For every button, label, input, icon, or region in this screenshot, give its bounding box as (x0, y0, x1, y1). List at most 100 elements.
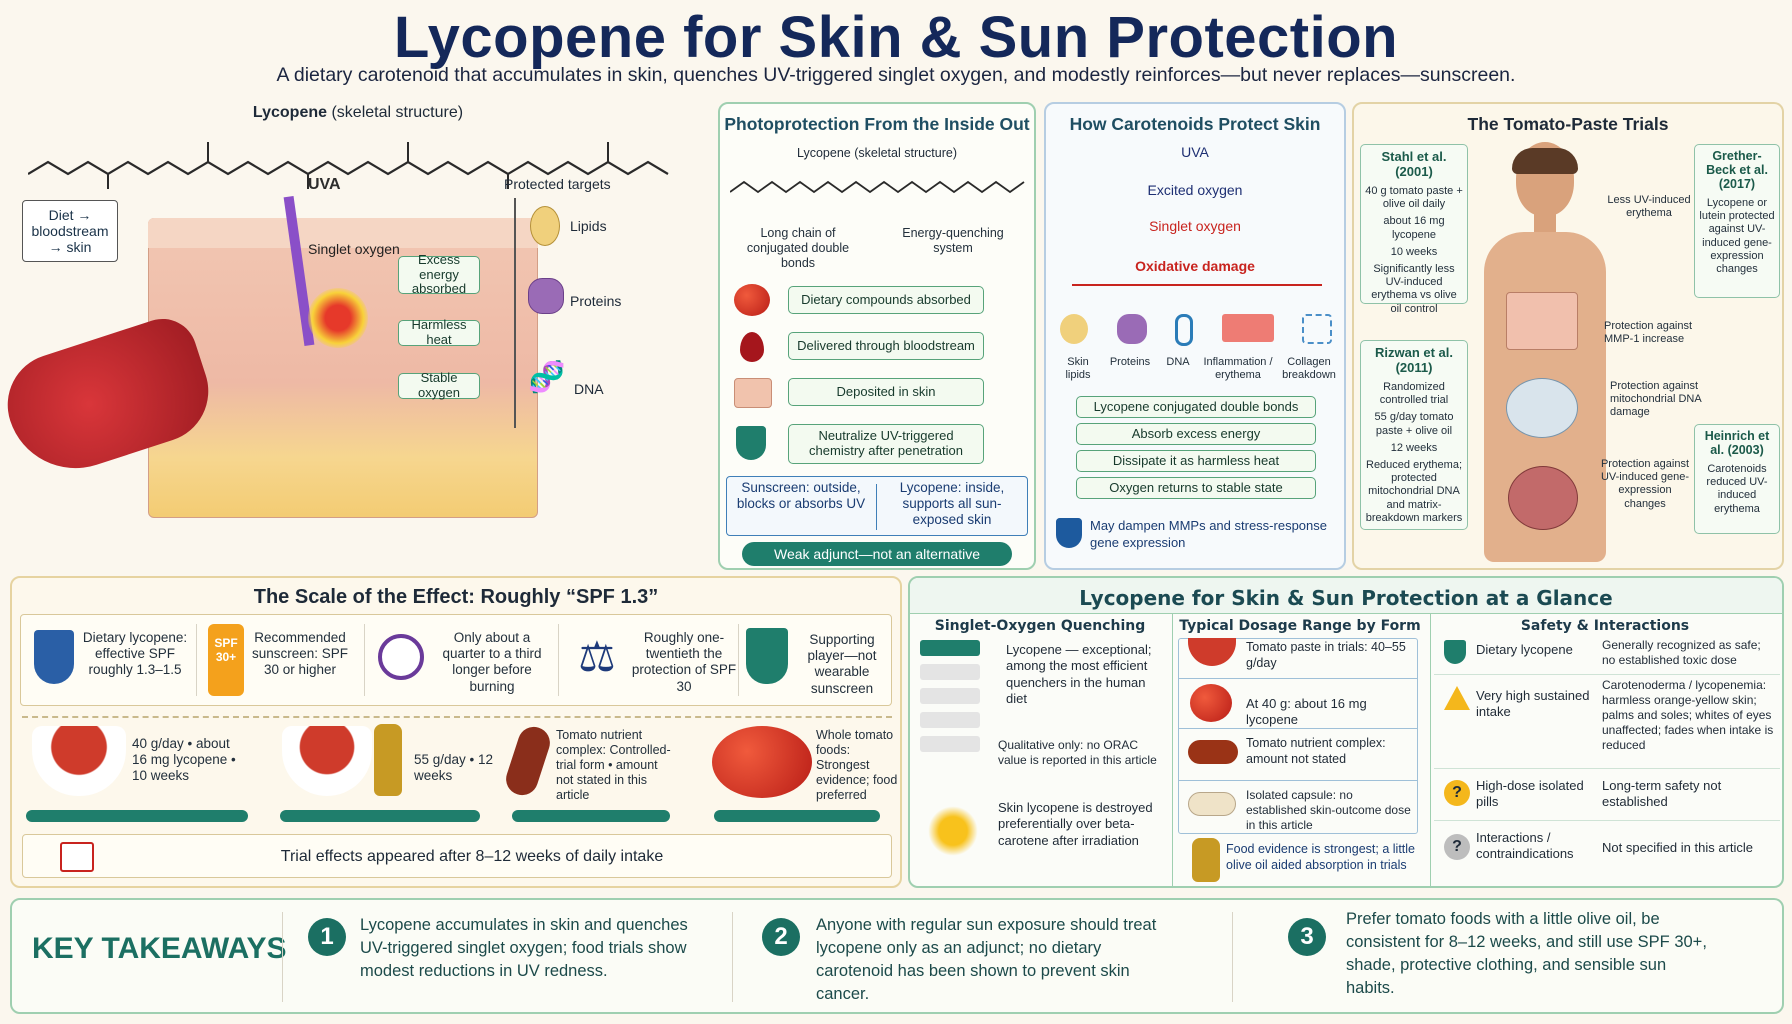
collagen-fibers-icon (1302, 314, 1332, 344)
targets-title: Protected targets (504, 176, 611, 192)
chain-singlet: Singlet oxygen (1149, 218, 1241, 234)
hero-illustration: Lycopene (skeletal structure) Diet → blo… (0, 98, 708, 568)
dose-tomato-icon (1190, 684, 1232, 722)
sun-icon (928, 806, 978, 856)
callout-gene: Protection against UV-induced gene-expre… (1600, 458, 1690, 510)
form-bar-55g (280, 810, 480, 822)
lipid-icon (530, 206, 560, 246)
safety-v2: Long-term safety not established (1602, 778, 1722, 810)
form-55g: 55 g/day • 12 weeks (414, 752, 494, 784)
uva-label: UVA (308, 176, 341, 193)
green-shield-icon (746, 628, 788, 684)
safety-k2: High-dose isolated pills (1476, 778, 1584, 810)
stahl-line: 10 weeks (1390, 245, 1438, 258)
target-proteins: Proteins (570, 293, 622, 309)
chain-damage: Oxidative damage (1135, 258, 1255, 274)
sunscreen-tube-icon: SPF 30+ (208, 624, 244, 696)
carot-note: May dampen MMPs and stress-response gene… (1090, 518, 1327, 550)
lycopene-skeleton-icon (28, 142, 669, 189)
cell-inset-icon (1508, 466, 1578, 530)
olive-oil-bottle-icon (374, 724, 402, 796)
form-complex: Tomato nutrient complex: Controlled-tria… (556, 728, 671, 802)
rizwan-name: Rizwan et al. (2011) (1374, 345, 1454, 375)
step-bloodstream: Delivered through bloodstream (788, 332, 984, 360)
trials-panel: The Tomato-Paste Trials Stahl et al. (20… (1352, 102, 1784, 570)
photoprotection-panel: Photoprotection From the Inside Out Lyco… (718, 102, 1036, 570)
scale-item-dietary: Dietary lycopene: effective SPF roughly … (82, 630, 188, 678)
warning-icon (1444, 686, 1470, 710)
takeaway-1-text: Lycopene accumulates in skin and quenche… (360, 916, 688, 981)
dna-icon: 🧬 (528, 361, 566, 394)
structure-sublabel: (skeletal structure) (331, 104, 464, 121)
target-inflammation: Inflammation / erythema (1203, 356, 1273, 382)
target-collagen: Collagen breakdown (1282, 356, 1336, 382)
carotenoids-panel: How Carotenoids Protect Skin UVA Excited… (1044, 102, 1346, 570)
diet-label: Diet → bloodstream → skin (22, 200, 118, 262)
skin-inset-icon (1506, 292, 1578, 350)
scale-title: The Scale of the Effect: Roughly “SPF 1.… (253, 586, 659, 608)
takeaway-3-text: Prefer tomato foods with a little olive … (1346, 910, 1707, 998)
scale-item-sunscreen: Recommended sunscreen: SPF 30 or higher (251, 630, 349, 678)
scale-item-longer: Only about a quarter to a third longer b… (442, 630, 542, 694)
inflamed-skin-icon (1221, 314, 1274, 342)
stahl-line: 40 g tomato paste + olive oil daily (1365, 185, 1463, 211)
safety-k3: Interactions / contraindications (1476, 830, 1574, 862)
protein-icon (528, 278, 564, 314)
form-bar-whole (714, 810, 880, 822)
form-whole: Whole tomato foods: Strongest evidence; … (816, 728, 898, 802)
paste-oil-icon (282, 726, 372, 796)
blood-drop-icon (740, 332, 764, 362)
human-figure (1484, 142, 1606, 562)
quench-destroyed: Skin lycopene is destroyed preferentiall… (998, 800, 1153, 848)
safety-v1: Carotenoderma / lycopenemia: harmless or… (1602, 678, 1774, 752)
dna-helix-icon (1175, 314, 1193, 346)
step-neutralize: Neutralize UV-triggered chemistry after … (788, 424, 984, 464)
takeaways-title: KEY TAKEAWAYS (32, 932, 287, 965)
col-safety-header: Safety & Interactions (1520, 618, 1690, 634)
safety-v3: Not specified in this article (1602, 840, 1754, 855)
heinrich-name: Heinrich et al. (2003) (1704, 429, 1770, 457)
scale-panel: The Scale of the Effect: Roughly “SPF 1.… (10, 576, 902, 888)
stahl-line: about 16 mg lycopene (1383, 215, 1445, 241)
takeaway-3-number: 3 (1288, 918, 1326, 956)
quench-orac: Qualitative only: no ORAC value is repor… (998, 738, 1157, 767)
dose-oil-icon (1192, 838, 1220, 882)
col-dosage-header: Typical Dosage Range by Form (1179, 618, 1421, 634)
lycopene-compare: Lycopene: inside, supports all sun-expos… (899, 480, 1005, 528)
balance-scale-icon: ⚖ (578, 633, 616, 680)
chain-excited: Excited oxygen (1147, 182, 1243, 198)
callout-erythema: Less UV-induced erythema (1607, 194, 1691, 220)
safety-k1: Very high sustained intake (1476, 688, 1590, 720)
takeaway-2-text: Anyone with regular sun exposure should … (816, 916, 1157, 1004)
excess-energy-box: Excess energy absorbed (398, 252, 480, 296)
form-40g: 40 g/day • about 16 mg lycopene • 10 wee… (132, 736, 236, 784)
capsule-icon (501, 722, 555, 800)
takeaway-2-number: 2 (762, 918, 800, 956)
singlet-oxygen-label: Singlet oxygen (308, 241, 400, 257)
weak-adjunct-pill: Weak adjunct—not an alternative (742, 542, 1012, 566)
mitochondria-inset-icon (1506, 378, 1578, 438)
structure-label: Lycopene (252, 104, 328, 121)
step-deposited: Deposited in skin (788, 378, 984, 406)
protein-knot-icon (1116, 314, 1147, 344)
calendar-icon (60, 842, 94, 872)
scale-item-supporting: Supporting player—not wearable sunscreen (807, 632, 877, 696)
trials-title: The Tomato-Paste Trials (1467, 114, 1669, 134)
carot-shield-icon (1056, 518, 1082, 548)
stahl-line: Significantly less UV-induced erythema v… (1371, 262, 1457, 315)
damage-icons-row (1060, 314, 1332, 350)
dose-capsule-icon (1188, 792, 1236, 816)
stahl-card: Stahl et al. (2001) 40 g tomato paste + … (1360, 144, 1468, 315)
target-lipids: Lipids (570, 218, 607, 234)
singlet-oxygen-burst-icon (308, 288, 368, 348)
rizwan-card: Rizwan et al. (2011) Randomized controll… (1360, 340, 1468, 530)
target-carot-proteins: Proteins (1109, 356, 1151, 368)
rizwan-line: Reduced erythema; protected mitochondria… (1365, 458, 1463, 524)
rizwan-line: Randomized controlled trial (1379, 381, 1449, 407)
sunscreen-compare: Sunscreen: outside, blocks or absorbs UV (736, 480, 866, 512)
glance-title: Lycopene for Skin & Sun Protection at a … (1079, 586, 1613, 610)
heinrich-text: Carotenoids reduced UV-induced erythema (1706, 463, 1768, 515)
step-absorbed: Dietary compounds absorbed (788, 286, 984, 314)
stable-oxygen-box: Stable oxygen (398, 370, 480, 400)
target-skin-lipids: Skin lipids (1065, 356, 1091, 382)
